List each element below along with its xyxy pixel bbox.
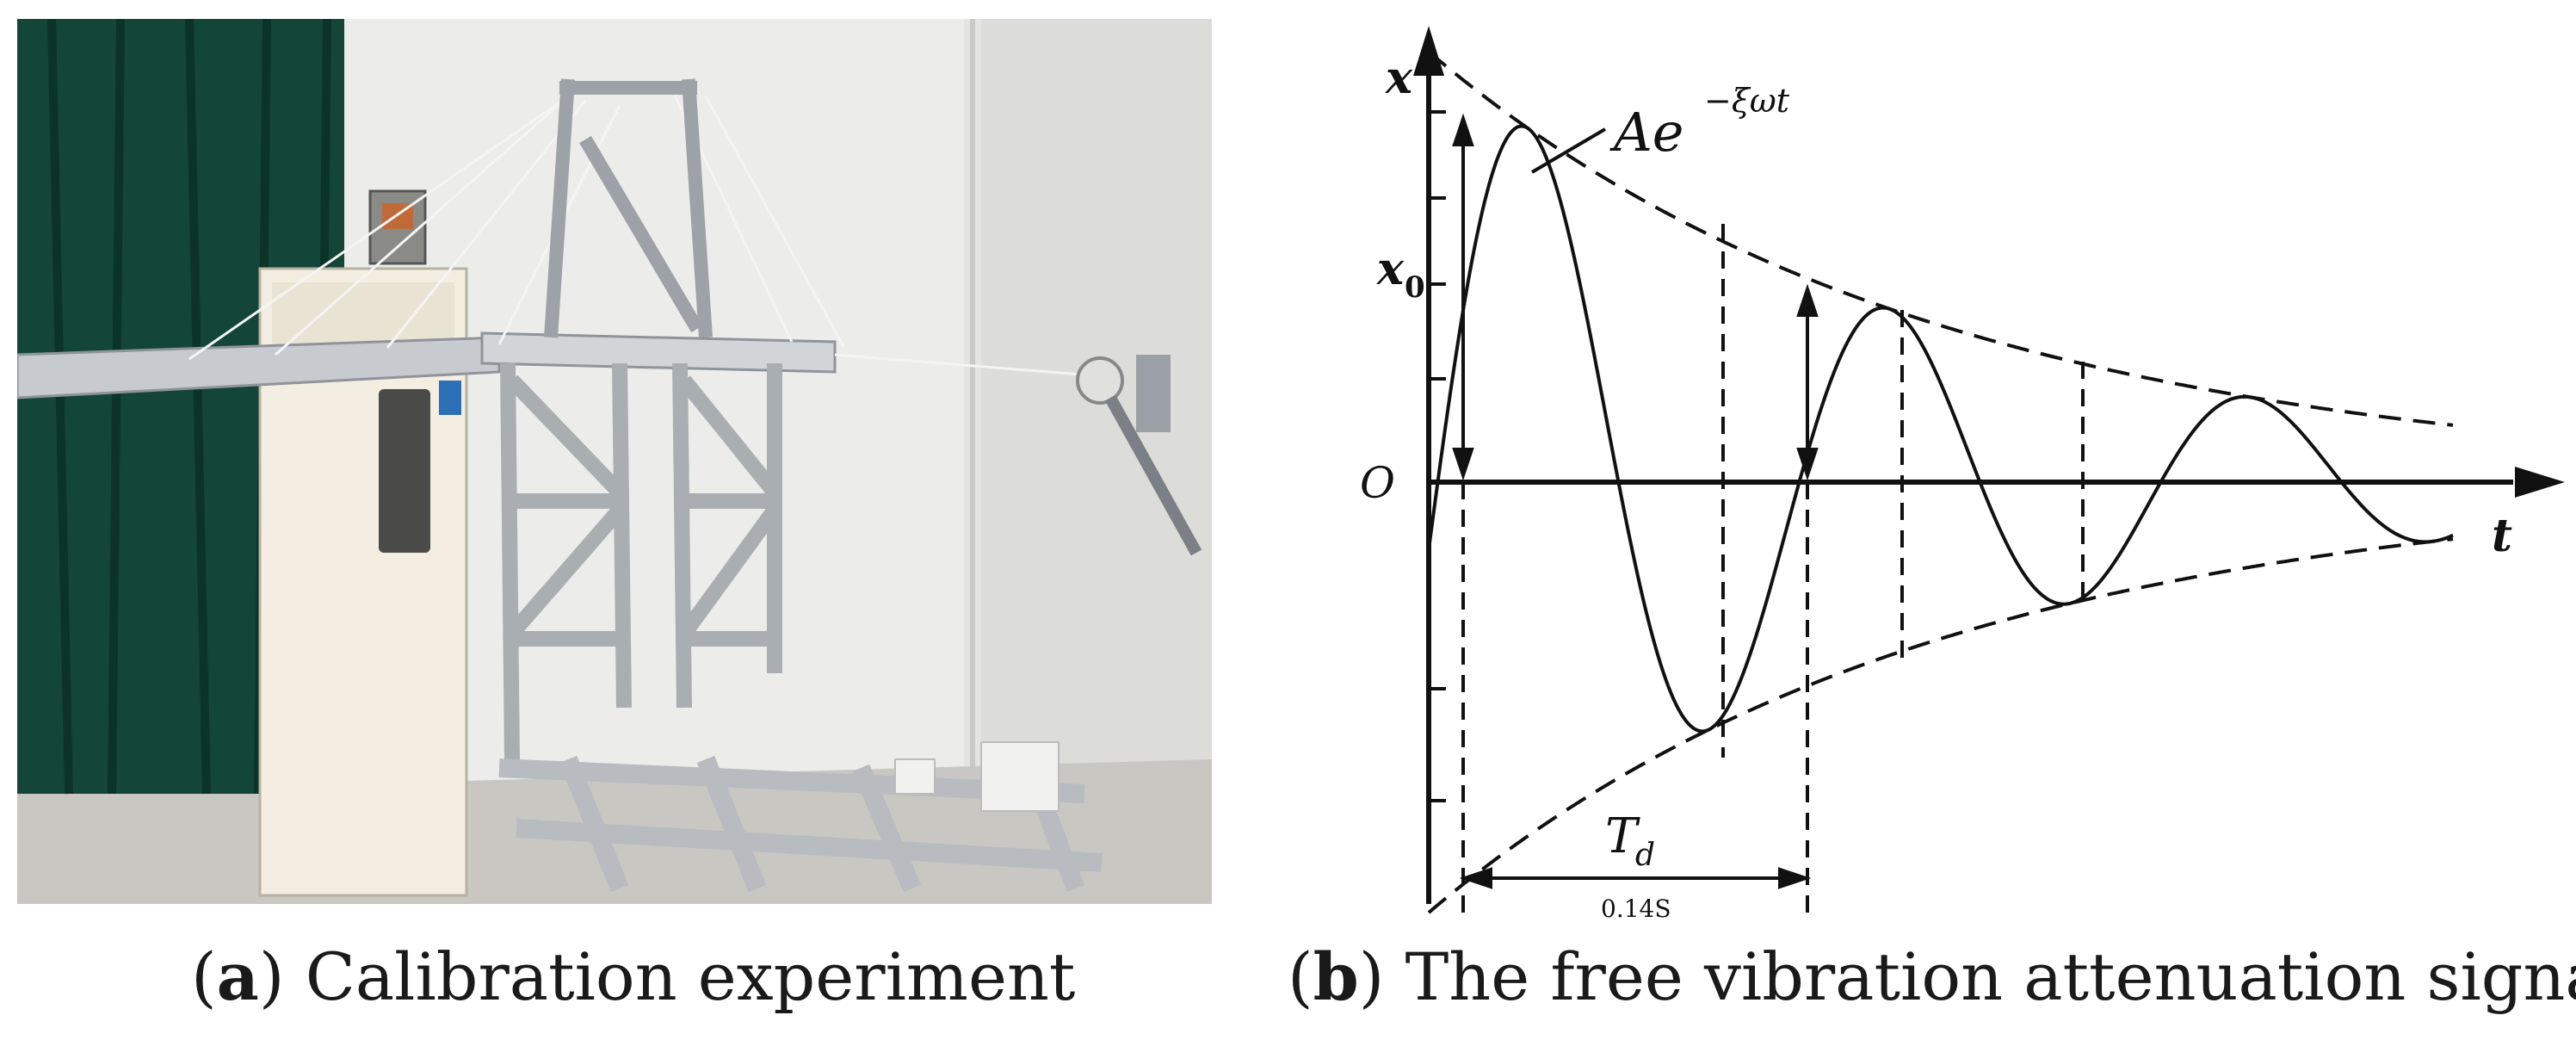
period-markers	[1461, 224, 2085, 921]
aluminum-beam-top	[480, 331, 837, 374]
arrowhead	[1796, 448, 1819, 481]
calibration-photo	[15, 18, 1212, 904]
envelope-label: Ae −ξωt	[1609, 82, 1790, 164]
arrowhead	[1459, 867, 1492, 889]
caption-b-letter: b	[1313, 938, 1359, 1015]
envelope-label-leader	[1530, 127, 1607, 174]
period-arrow	[1459, 867, 1812, 889]
y-axis-arrowhead	[1413, 26, 1444, 76]
arrowhead	[1452, 448, 1474, 481]
envelope-label-exponent: −ξωt	[1704, 82, 1790, 120]
arrowhead	[1796, 283, 1819, 317]
envelope-label-base: Ae	[1609, 101, 1683, 164]
period-value: 0.14S	[1601, 895, 1671, 921]
truss-tower	[500, 362, 782, 760]
period-label-subscript: d	[1635, 838, 1655, 873]
y-axis-ticks	[1429, 110, 1446, 802]
y-axis-label: x	[1385, 52, 1413, 104]
upper-envelope-curve	[1427, 50, 2454, 427]
caption-b: (b) The free vibration attenuation signa…	[1288, 938, 2576, 1015]
wall-socket	[894, 758, 936, 795]
x-axis-label: t	[2492, 510, 2512, 562]
ac-control-panel	[379, 389, 430, 553]
arrowhead	[1452, 113, 1474, 146]
period-label-main: T	[1605, 808, 1640, 864]
x0-label: x 0	[1376, 243, 1425, 305]
origin-label: O	[1360, 458, 1395, 508]
top-frame	[544, 78, 713, 338]
caption-a-letter: a	[216, 938, 259, 1015]
winch-arm	[1104, 394, 1202, 556]
aluminum-beam-left	[15, 336, 501, 399]
caption-b-text: The free vibration attenuation signal	[1405, 938, 2576, 1015]
lower-envelope-curve	[1427, 537, 2454, 914]
wall-switch-plate	[980, 741, 1059, 812]
vibration-diagram: x t O x 0 Ae −ξωt T d 0.14S	[1325, 26, 2565, 923]
caption-a: (a) Calibration experiment	[191, 938, 1076, 1015]
x0-label-subscript: 0	[1405, 270, 1425, 305]
caption-a-text: Calibration experiment	[305, 938, 1076, 1015]
amplitude-arrows	[1452, 113, 1819, 481]
winch-bracket	[1136, 355, 1171, 432]
arrowhead	[1778, 867, 1812, 889]
vibration-plot: x t O x 0 Ae −ξωt T d 0.14S	[1360, 26, 2565, 923]
guy-wires	[188, 87, 1103, 378]
x-axis-arrowhead	[2515, 467, 2565, 498]
ac-energy-label	[439, 381, 461, 415]
calibration-rig-illustration	[15, 18, 1212, 904]
x0-label-main: x	[1376, 243, 1405, 295]
period-label: T d	[1605, 808, 1655, 873]
winch-pulley	[1076, 356, 1124, 405]
damped-oscillation-curve	[1427, 124, 2454, 734]
